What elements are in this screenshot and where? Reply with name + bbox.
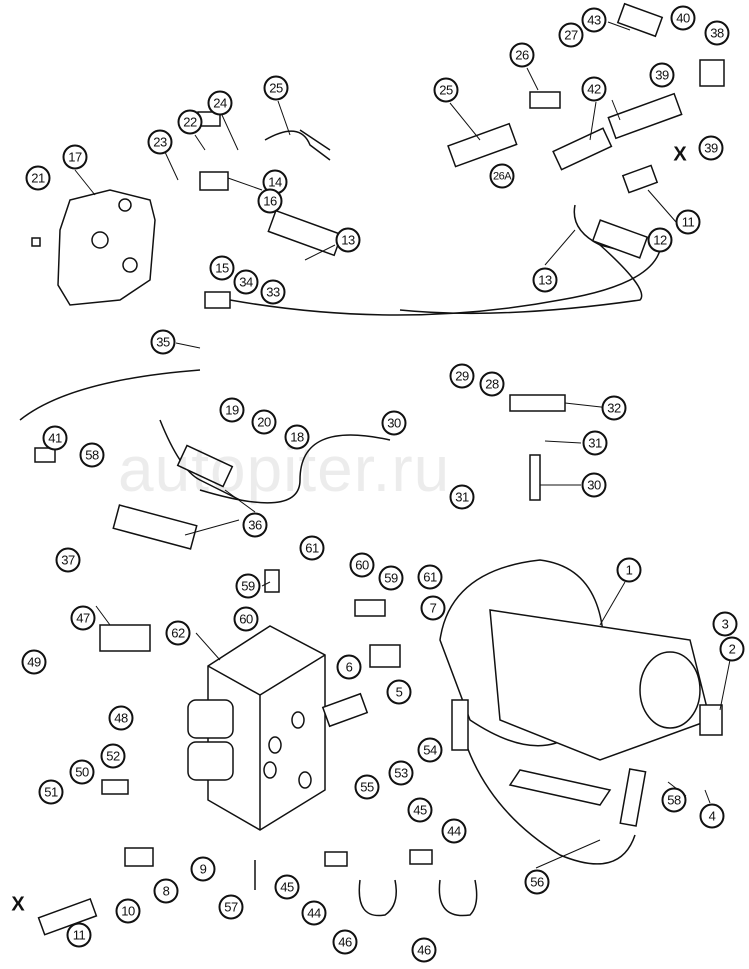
manifold-block — [187, 625, 369, 831]
callout-3: 3 — [712, 611, 738, 637]
callout-24: 24 — [207, 90, 233, 116]
callout-55: 55 — [354, 774, 380, 800]
callout-46: 46 — [411, 937, 437, 963]
callout-17: 17 — [62, 144, 88, 170]
callout-27: 27 — [558, 22, 584, 48]
callout-40: 40 — [670, 5, 696, 31]
callout-58: 58 — [79, 442, 105, 468]
callout-16: 16 — [257, 188, 283, 214]
callout-18: 18 — [284, 424, 310, 450]
callout-39: 39 — [649, 62, 675, 88]
callout-51: 51 — [38, 779, 64, 805]
callout-13: 13 — [532, 267, 558, 293]
callout-30: 30 — [581, 472, 607, 498]
callout-19: 19 — [219, 397, 245, 423]
callout-33: 33 — [260, 279, 286, 305]
callout-32: 32 — [601, 395, 627, 421]
leader-lines — [74, 21, 731, 869]
callout-54: 54 — [417, 737, 443, 763]
callout-56: 56 — [524, 869, 550, 895]
callout-1: 1 — [616, 557, 642, 583]
callout-20: 20 — [251, 409, 277, 435]
cut-marker-x: X — [11, 893, 25, 916]
callout-57: 57 — [218, 894, 244, 920]
callout-8: 8 — [153, 878, 179, 904]
callout-59: 59 — [235, 573, 261, 599]
callout-7: 7 — [420, 595, 446, 621]
cut-marker-x: X — [673, 143, 687, 166]
callout-60: 60 — [233, 606, 259, 632]
callout-31: 31 — [582, 430, 608, 456]
callout-22: 22 — [177, 109, 203, 135]
callout-34: 34 — [233, 269, 259, 295]
callout-26a: 26A — [489, 163, 515, 189]
control-valve-part — [31, 189, 156, 306]
callout-28: 28 — [479, 371, 505, 397]
callout-36: 36 — [242, 512, 268, 538]
callout-60: 60 — [349, 552, 375, 578]
callout-11: 11 — [66, 922, 92, 948]
callout-10: 10 — [115, 898, 141, 924]
callout-59: 59 — [378, 565, 404, 591]
callout-35: 35 — [150, 329, 176, 355]
callout-38: 38 — [704, 20, 730, 46]
callout-29: 29 — [449, 363, 475, 389]
callout-61: 61 — [417, 564, 443, 590]
callout-47: 47 — [70, 605, 96, 631]
callout-58: 58 — [661, 787, 687, 813]
callout-49: 49 — [21, 649, 47, 675]
callout-2: 2 — [719, 636, 745, 662]
callout-61: 61 — [299, 535, 325, 561]
callout-12: 12 — [647, 227, 673, 253]
callout-13: 13 — [335, 227, 361, 253]
callout-45: 45 — [274, 874, 300, 900]
callout-25: 25 — [263, 75, 289, 101]
callout-6: 6 — [336, 654, 362, 680]
callout-11: 11 — [675, 209, 701, 235]
callout-26: 26 — [509, 42, 535, 68]
callout-9: 9 — [190, 856, 216, 882]
callout-4: 4 — [699, 803, 725, 829]
callout-46: 46 — [332, 929, 358, 955]
callout-62: 62 — [165, 620, 191, 646]
callout-37: 37 — [55, 547, 81, 573]
callout-5: 5 — [386, 679, 412, 705]
callout-45: 45 — [407, 797, 433, 823]
callout-23: 23 — [147, 129, 173, 155]
callout-52: 52 — [100, 743, 126, 769]
callout-25: 25 — [433, 77, 459, 103]
callout-44: 44 — [441, 818, 467, 844]
callout-44: 44 — [301, 900, 327, 926]
callout-30: 30 — [381, 410, 407, 436]
callout-42: 42 — [581, 76, 607, 102]
callout-31: 31 — [449, 484, 475, 510]
pump-motor — [439, 559, 723, 865]
watermark: autopiter.ru — [118, 433, 451, 505]
callout-48: 48 — [108, 705, 134, 731]
callout-41: 41 — [42, 425, 68, 451]
callout-43: 43 — [581, 7, 607, 33]
callout-50: 50 — [69, 759, 95, 785]
callout-15: 15 — [209, 255, 235, 281]
fittings — [34, 2, 725, 936]
callout-53: 53 — [388, 760, 414, 786]
callout-39: 39 — [698, 135, 724, 161]
hose-assemblies — [19, 92, 683, 550]
callout-21: 21 — [25, 165, 51, 191]
